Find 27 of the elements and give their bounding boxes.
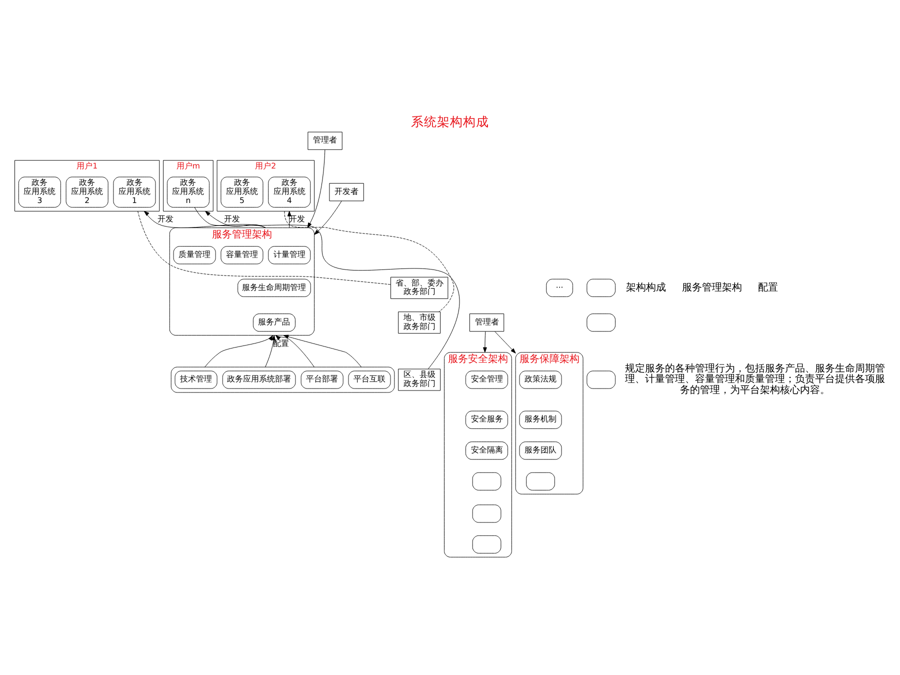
arrow (307, 150, 326, 228)
node-box (472, 472, 502, 490)
node-box (586, 370, 616, 389)
arrow (204, 335, 273, 368)
arrow (494, 331, 516, 354)
arrow (314, 200, 342, 235)
label: 服务管理架构 (682, 282, 742, 294)
node-box (586, 278, 616, 297)
label: 配置 (758, 282, 778, 294)
arrow (205, 210, 266, 228)
label: 架构构成 (626, 282, 666, 294)
node-box (472, 504, 502, 523)
cluster (170, 366, 395, 393)
arrow (265, 335, 276, 368)
node-box (526, 472, 555, 490)
diagram-title: 系统架构构成 (411, 114, 489, 130)
arrow (483, 331, 487, 353)
label: 规定服务的各种管理行为，包括服务产品、服务生命周期管理、计量管理、容量管理和质量管理；负责平台提供各项服务的管理，为平台架构核心内容。 (625, 363, 886, 396)
node-box (472, 535, 502, 554)
arrow (144, 210, 266, 228)
connector (194, 207, 460, 370)
arrow (283, 334, 362, 368)
node-box (586, 314, 616, 332)
arrow (287, 210, 292, 228)
arrow (275, 335, 314, 368)
connector (284, 210, 454, 312)
connector (138, 210, 391, 285)
